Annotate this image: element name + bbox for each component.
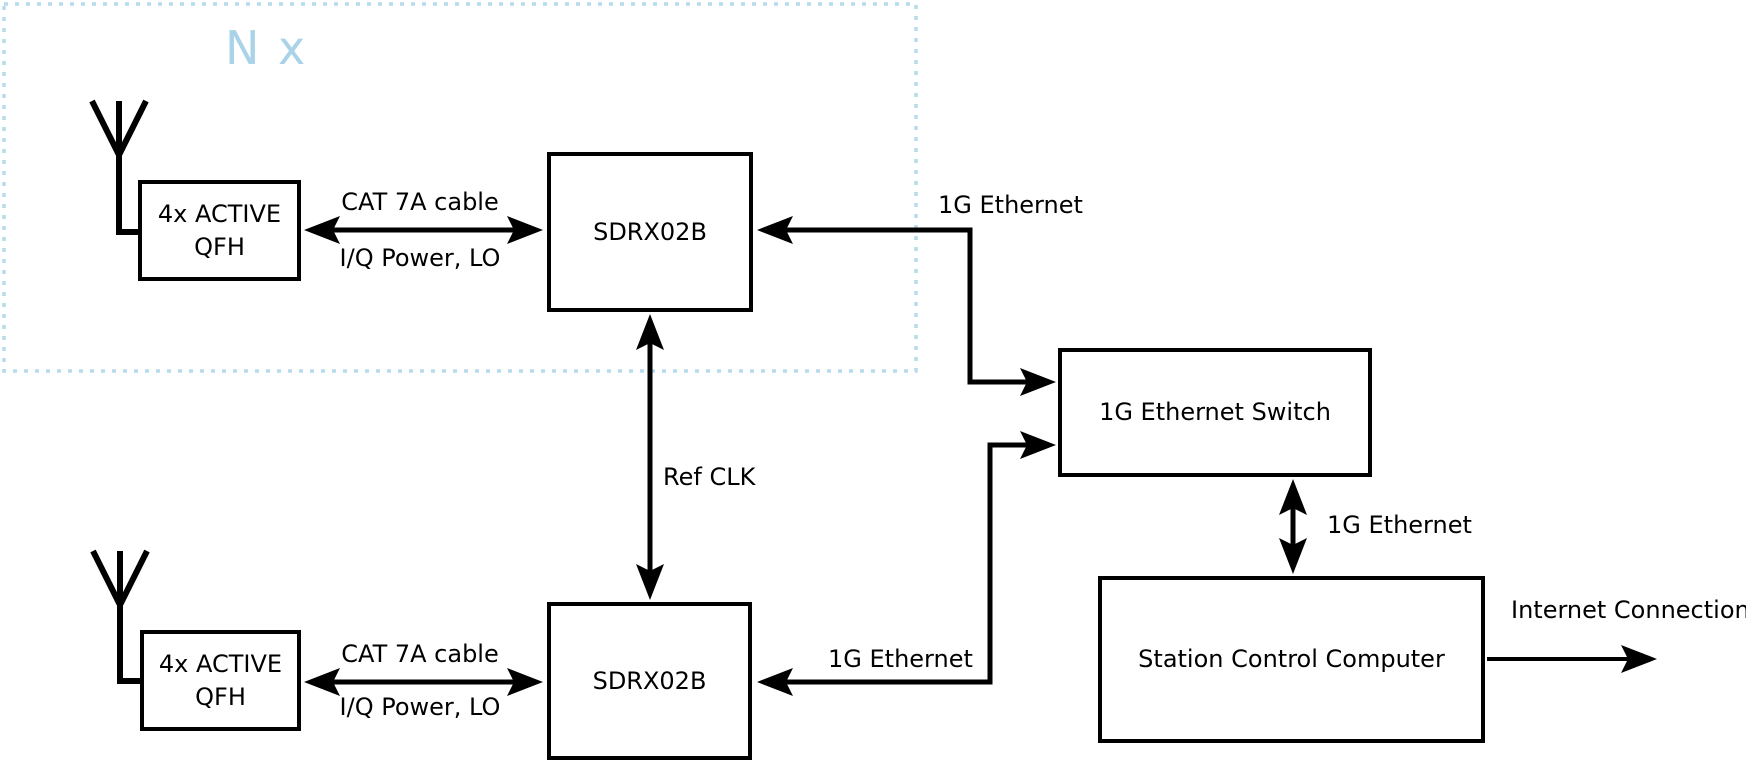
node-label: SDRX02B (593, 217, 707, 246)
node-label: Station Control Computer (1138, 645, 1445, 673)
node-station-control-computer: Station Control Computer (1098, 576, 1485, 743)
edge-ethernet-top (757, 216, 1056, 396)
node-qfh-antenna-bottom: 4x ACTIVE QFH (140, 630, 301, 731)
edge-label-ethernet-switch-computer: 1G Ethernet (1327, 511, 1472, 539)
node-label: 4x ACTIVE QFH (158, 649, 283, 711)
group-multiplier-label: N x (225, 21, 308, 75)
edge-ref-clk (636, 314, 664, 600)
node-sdrx02b-top: SDRX02B (547, 152, 753, 312)
edge-label-internet-connection: Internet Connection (1511, 596, 1746, 624)
node-sdrx02b-bottom: SDRX02B (547, 602, 752, 760)
antenna-icon (90, 549, 150, 684)
edge-label-ref-clk: Ref CLK (663, 463, 756, 491)
node-label: 1G Ethernet Switch (1099, 398, 1331, 426)
edge-cat7a-top (304, 216, 543, 244)
edge-label-cat7a-cable-bottom: CAT 7A cable (341, 640, 499, 668)
node-ethernet-switch: 1G Ethernet Switch (1058, 348, 1372, 477)
node-label: SDRX02B (592, 666, 707, 695)
edge-label-cat7a-cable-top: CAT 7A cable (341, 188, 499, 216)
edge-label-ethernet-top: 1G Ethernet (938, 191, 1083, 219)
edge-ethernet-bottom (757, 431, 1056, 696)
edge-ethernet-switch-computer (1279, 479, 1307, 574)
edge-label-ethernet-bottom: 1G Ethernet (828, 645, 973, 673)
node-qfh-antenna-top: 4x ACTIVE QFH (138, 180, 301, 281)
antenna-icon (89, 99, 149, 235)
edge-label-iq-power-lo-bottom: I/Q Power, LO (339, 693, 501, 721)
edge-cat7a-bottom (304, 668, 543, 696)
edge-internet (1487, 645, 1657, 673)
edge-label-iq-power-lo-top: I/Q Power, LO (339, 244, 501, 272)
node-label: 4x ACTIVE QFH (157, 199, 282, 261)
